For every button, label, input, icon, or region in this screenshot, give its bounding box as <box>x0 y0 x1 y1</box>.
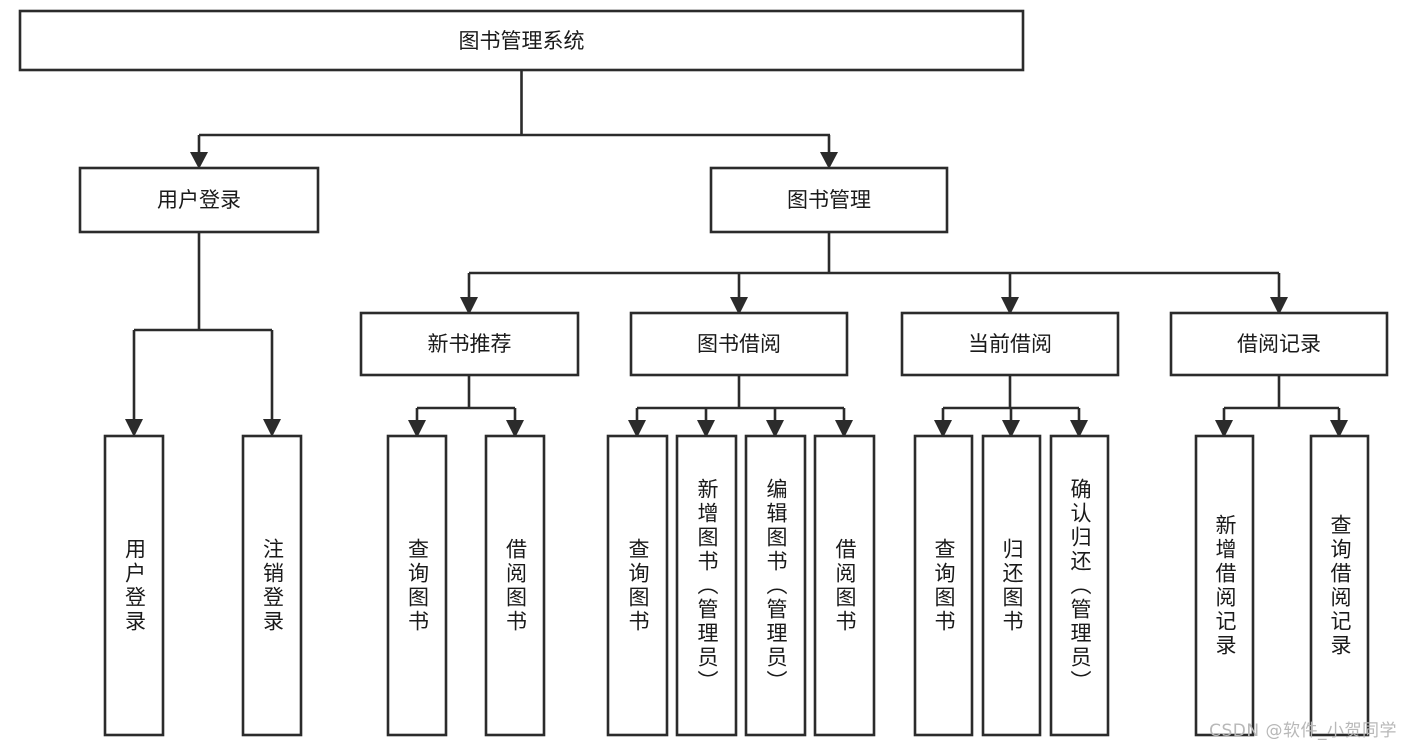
arrowhead-icon <box>766 420 784 438</box>
arrowhead-icon <box>1002 420 1020 438</box>
connector-userlogin-to-leaves <box>132 232 274 420</box>
connector-borrowrecord-to-leaves <box>1222 375 1341 422</box>
arrowhead-icon <box>190 152 208 169</box>
node-new-book-recommend-box[interactable] <box>359 311 580 377</box>
arrowhead-icon <box>628 420 646 438</box>
arrowhead-icon <box>506 420 524 438</box>
node-borrow-record[interactable]: 借阅记录 <box>1169 311 1389 377</box>
arrowhead-icon <box>1270 297 1288 315</box>
node-root[interactable]: 图书管理系统 <box>18 9 1025 72</box>
node-leaf-query-borrow-record-box[interactable] <box>1309 434 1370 737</box>
connector-root-to-level2 <box>197 70 831 155</box>
node-leaf-query-book-3-box[interactable] <box>913 434 974 737</box>
connector-newbook-to-leaves <box>415 375 517 422</box>
node-root-box[interactable] <box>18 9 1025 72</box>
node-leaf-borrow-book-2-box[interactable] <box>813 434 876 737</box>
arrowhead-icon <box>934 420 952 438</box>
arrowhead-icon <box>125 419 143 437</box>
node-book-manage-label: 图书管理 <box>787 188 871 212</box>
node-user-login-box[interactable] <box>78 166 320 234</box>
node-leaf-add-book-admin-box[interactable] <box>675 434 738 737</box>
node-new-book-recommend[interactable]: 新书推荐 <box>359 311 580 377</box>
node-borrow-record-label: 借阅记录 <box>1237 332 1321 356</box>
arrowhead-layer <box>125 152 1348 438</box>
node-leaf-query-book-2-box[interactable] <box>606 434 669 737</box>
node-leaf-confirm-return-admin-box[interactable] <box>1049 434 1110 737</box>
node-leaf-user-logout-box[interactable] <box>241 434 303 737</box>
node-book-borrow-box[interactable] <box>629 311 849 377</box>
node-leaf-edit-book-admin-box[interactable] <box>744 434 807 737</box>
arrowhead-icon <box>408 420 426 438</box>
arrowhead-icon <box>1330 420 1348 438</box>
node-user-login[interactable]: 用户登录 <box>78 166 320 234</box>
arrowhead-icon <box>1215 420 1233 438</box>
watermark-text: CSDN @软件_小贺同学 <box>1209 721 1397 741</box>
connector-bookmanage-to-level3 <box>467 232 1281 300</box>
node-current-borrow-box[interactable] <box>900 311 1120 377</box>
node-current-borrow-label: 当前借阅 <box>968 332 1052 356</box>
node-leaf-query-book-1-box[interactable] <box>386 434 448 737</box>
node-leaf-return-book-box[interactable] <box>981 434 1042 737</box>
arrowhead-icon <box>835 420 853 438</box>
node-leaf-user-login-box[interactable] <box>103 434 165 737</box>
arrowhead-icon <box>1001 297 1019 315</box>
node-book-manage-box[interactable] <box>709 166 949 234</box>
node-user-login-label: 用户登录 <box>157 188 241 212</box>
connector-layer <box>132 70 1341 422</box>
node-new-book-recommend-label: 新书推荐 <box>428 332 512 356</box>
arrowhead-icon <box>263 419 281 437</box>
node-book-borrow[interactable]: 图书借阅 <box>629 311 849 377</box>
node-book-manage[interactable]: 图书管理 <box>709 166 949 234</box>
arrowhead-icon <box>697 420 715 438</box>
arrowhead-icon <box>820 152 838 169</box>
arrowhead-icon <box>460 297 478 315</box>
node-leaf-borrow-book-1-box[interactable] <box>484 434 546 737</box>
leaf-box-layer <box>103 434 1370 737</box>
node-borrow-record-box[interactable] <box>1169 311 1389 377</box>
connector-currentborrow-to-leaves <box>941 375 1081 422</box>
node-current-borrow[interactable]: 当前借阅 <box>900 311 1120 377</box>
node-book-borrow-label: 图书借阅 <box>697 332 781 356</box>
connector-bookborrow-to-leaves <box>635 375 846 422</box>
arrowhead-icon <box>1070 420 1088 438</box>
node-root-label: 图书管理系统 <box>459 29 585 53</box>
arrowhead-icon <box>730 297 748 315</box>
node-leaf-add-borrow-record-box[interactable] <box>1194 434 1255 737</box>
